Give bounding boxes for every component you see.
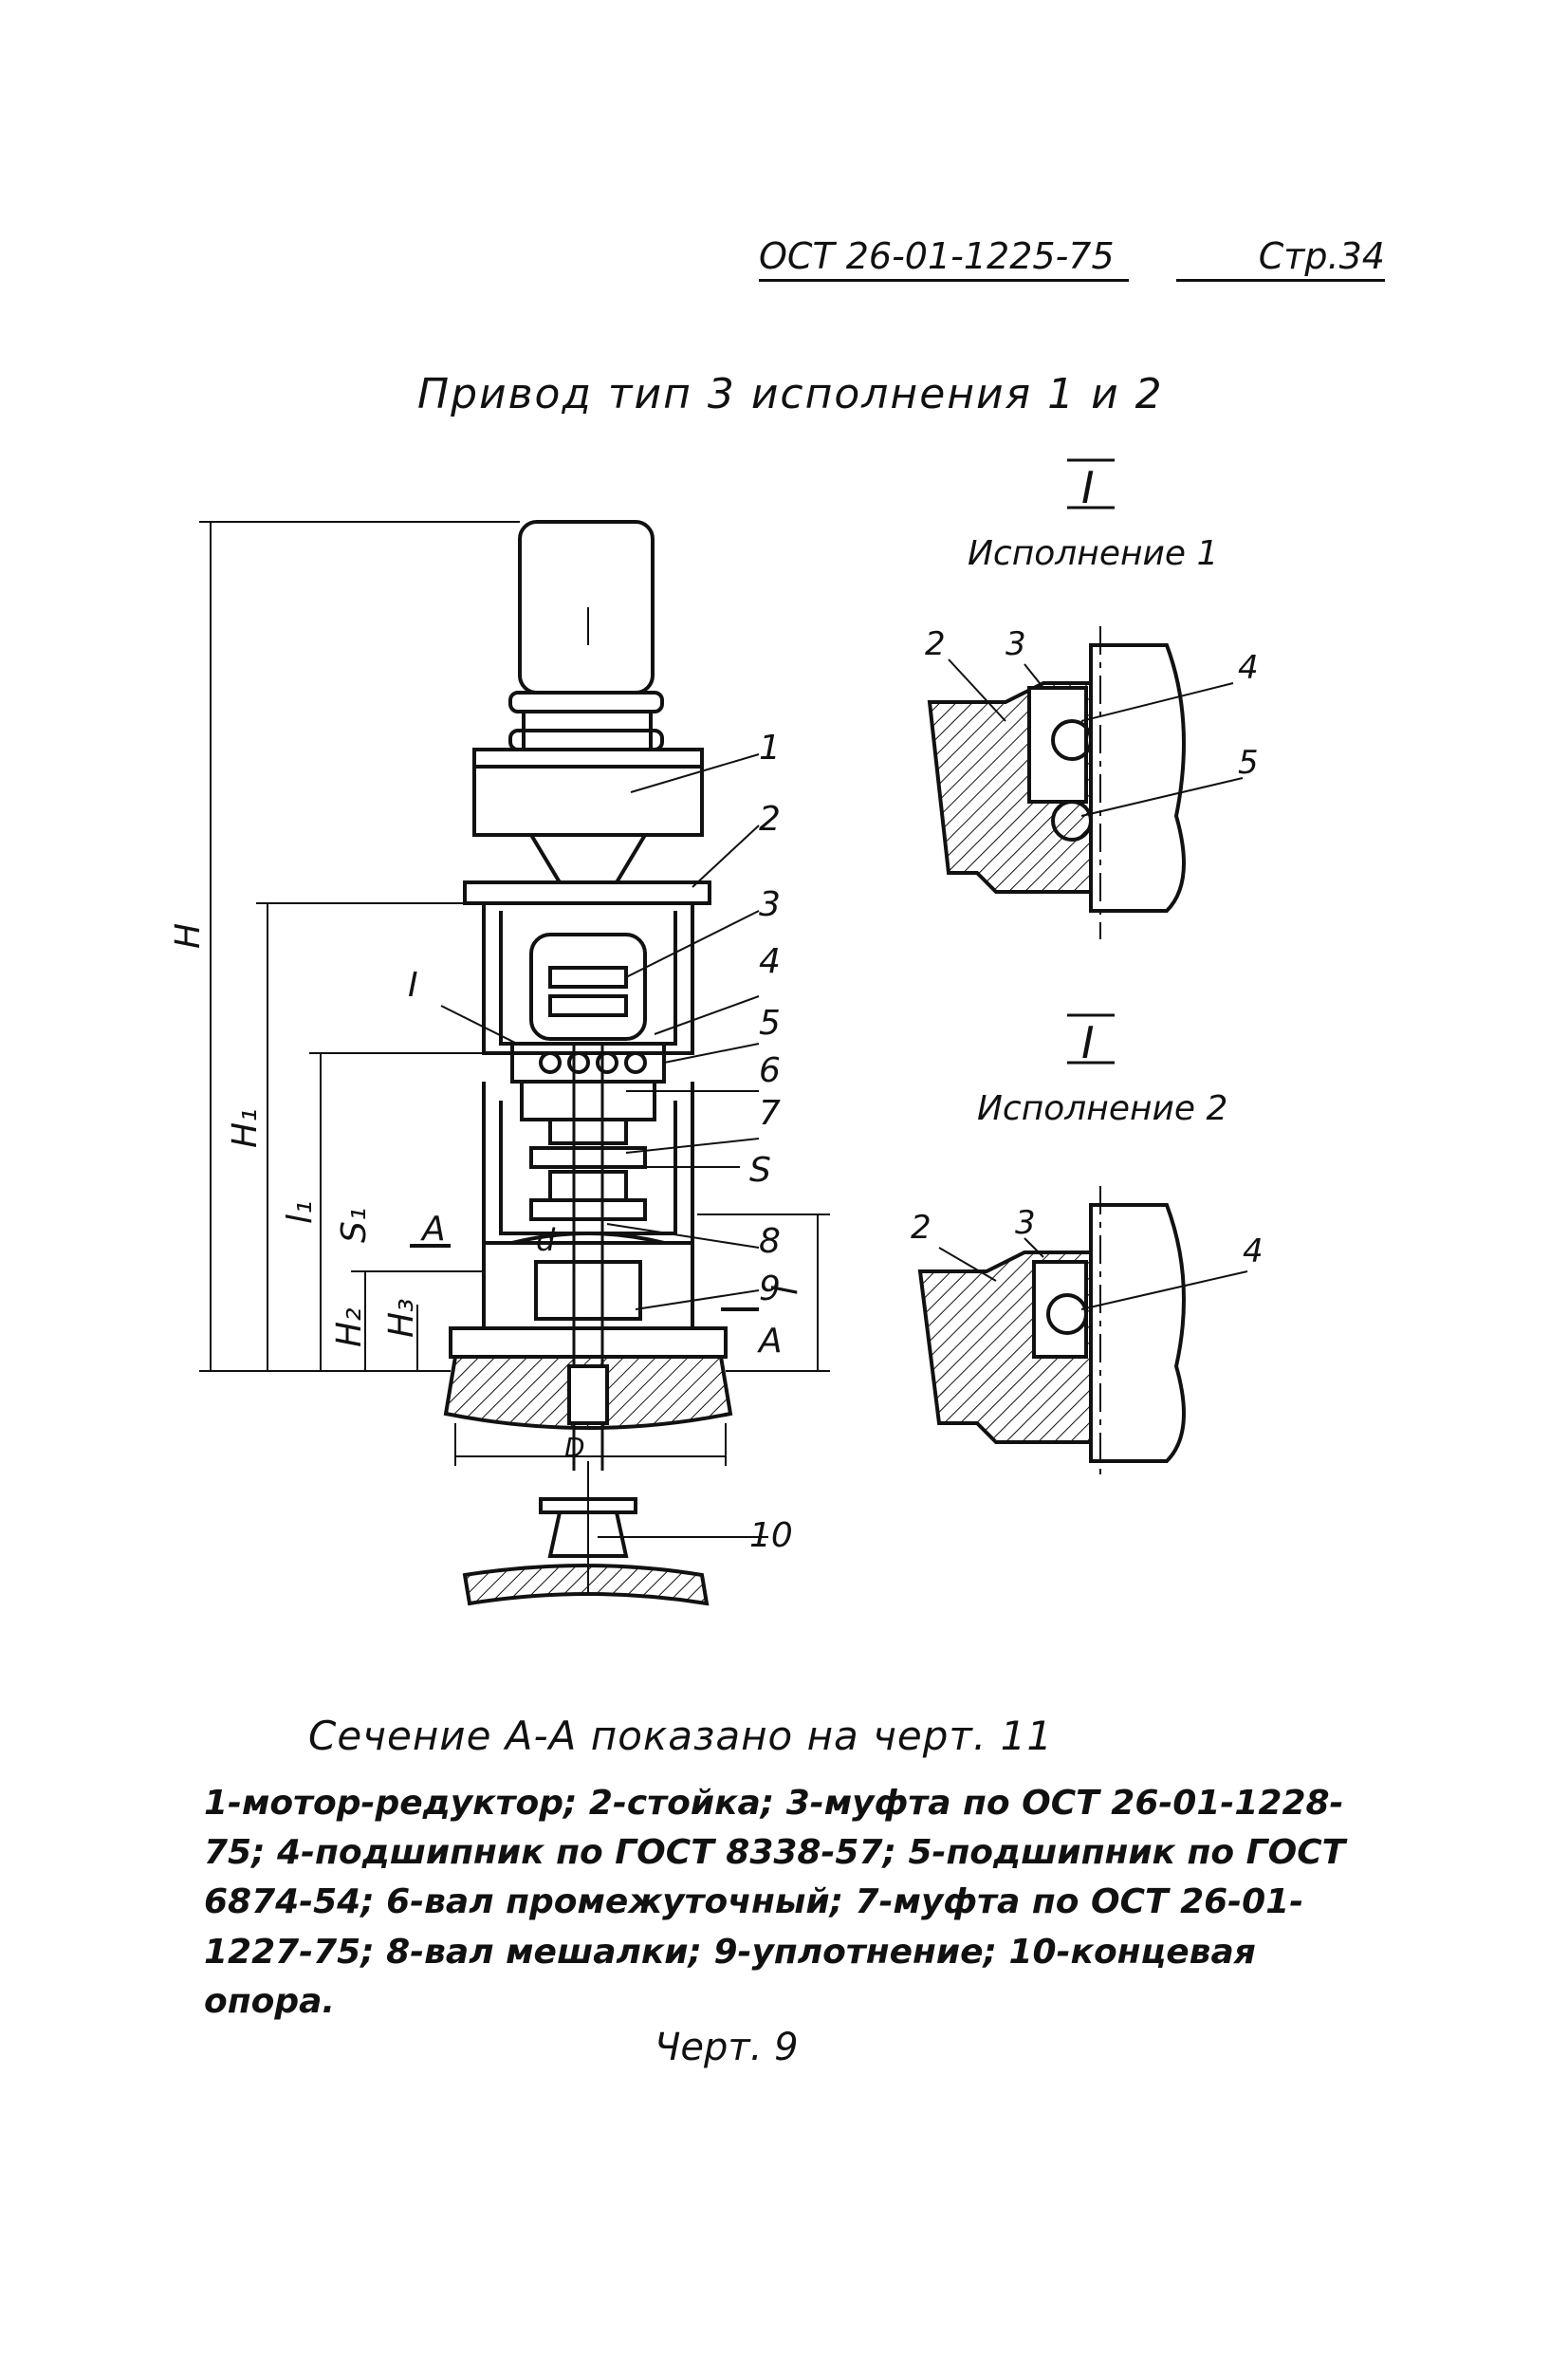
callout-10: 10 (749, 1516, 793, 1555)
detail-1-callout-4: 4 (1238, 649, 1259, 687)
coupling-3 (529, 933, 647, 1041)
dim-H2-label: H₂ (330, 1307, 369, 1347)
dim-S-label: S (749, 1151, 771, 1190)
callout-2: 2 (759, 800, 781, 839)
detail-ref-label: I (408, 966, 418, 1005)
detail-2-roman: I (1081, 1017, 1095, 1068)
detail-1-callout-3: 3 (1005, 625, 1026, 663)
motor-body (518, 520, 655, 695)
callout-7: 7 (759, 1094, 781, 1133)
detail-2-caption: Исполнение 2 (977, 1089, 1227, 1128)
dim-S1-label: S₁ (335, 1208, 374, 1243)
dim-l-label: l (766, 1286, 805, 1295)
figure-label: Черт. 9 (655, 2026, 799, 2069)
callout-1: 1 (759, 729, 781, 768)
document-code: ОСТ 26-01-1225-75 (759, 235, 1129, 282)
section-mark-right: A (757, 1322, 783, 1361)
page-number: Стр.34 (1176, 235, 1385, 282)
callout-6: 6 (759, 1051, 781, 1090)
dim-D-label: D (564, 1432, 585, 1463)
section-note: Сечение А-А показано на черт. 11 (308, 1713, 1054, 1759)
stand-top-flange (463, 880, 711, 905)
detail-2-callout-3: 3 (1015, 1204, 1036, 1242)
parts-legend: 1-мотор-редуктор; 2-стойка; 3-муфта по О… (204, 1784, 1346, 2021)
detail-2-callout-4: 4 (1243, 1232, 1264, 1270)
base-flange (449, 1326, 728, 1359)
main-view-labels: H H₁ l₁ S₁ H₂ H₃ D d l S A A I 1 2 3 4 5… (169, 729, 805, 1555)
dim-l1-label: l₁ (281, 1201, 320, 1224)
dim-H3-label: H₃ (382, 1298, 421, 1338)
detail-1-callout-5: 5 (1238, 744, 1259, 782)
dim-H1-label: H₁ (226, 1108, 265, 1148)
stand-upper (482, 903, 694, 1055)
dim-d-label: d (536, 1222, 556, 1258)
end-support-10 (462, 1564, 710, 1606)
callout-9: 9 (759, 1269, 781, 1308)
detail-2-callout-2: 2 (911, 1209, 932, 1247)
section-mark-left: A (420, 1210, 446, 1249)
callout-3: 3 (759, 885, 781, 924)
callout-8: 8 (759, 1222, 781, 1261)
coupling-7-top (548, 1118, 628, 1145)
reducer-body (472, 748, 704, 837)
drawing-title: Привод тип 3 исполнения 1 и 2 (417, 370, 1164, 418)
detail-1-caption: Исполнение 1 (968, 534, 1218, 573)
main-assembly-view (199, 520, 830, 1606)
callout-4: 4 (759, 942, 781, 981)
dim-H-label: H (169, 923, 208, 949)
callout-5: 5 (759, 1004, 781, 1043)
detail-variant-2: I Исполнение 2 2 3 4 (911, 1013, 1264, 1480)
detail-variant-1: I Исполнение 1 2 3 4 5 (925, 458, 1259, 939)
seal-9 (534, 1260, 642, 1321)
detail-1-roman: I (1081, 462, 1095, 513)
detail-1-callout-2: 2 (925, 625, 946, 663)
